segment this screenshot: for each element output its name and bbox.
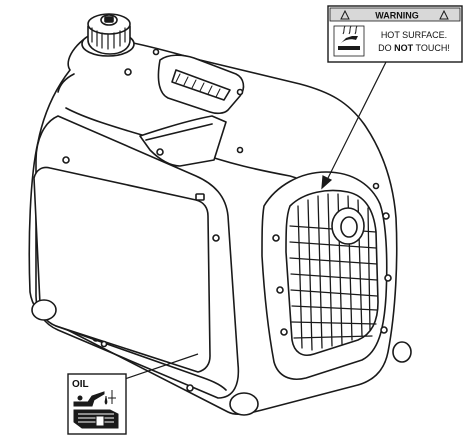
maintenance-cover (33, 166, 211, 373)
carry-handle-ribs (175, 73, 221, 98)
screw-hole (372, 182, 380, 190)
foot-rear-right (392, 341, 412, 363)
warning-line2-emphasis: NOT (394, 43, 414, 53)
screw-hole (212, 234, 220, 242)
warning-leader-arrowhead (321, 175, 333, 190)
screw-hole (62, 156, 70, 164)
cover-latch (195, 193, 205, 201)
screw-hole (156, 148, 164, 156)
exhaust-outlet-inner (340, 216, 358, 238)
warning-line2-prefix: DO (378, 43, 394, 53)
carry-handle-slot (171, 69, 231, 101)
screw-hole (100, 340, 108, 348)
screw-hole (186, 384, 194, 392)
screw-hole (382, 212, 390, 220)
warning-label: WARNING HOT SURFACE. DO NOT TOUCH! (327, 5, 463, 63)
warning-line1: HOT SURFACE. (381, 30, 447, 40)
screw-hole (236, 88, 244, 96)
generator-illustration (28, 13, 412, 416)
warning-label-header (329, 7, 461, 22)
hot-surface-hand-icon (333, 25, 365, 57)
warning-leader-line (325, 61, 387, 183)
screw-hole (384, 274, 392, 282)
fuel-cap-vent-slot (104, 16, 114, 23)
foot-front-right (229, 392, 259, 416)
top-ridge (57, 73, 75, 93)
fuel-cap-grips (91, 27, 126, 50)
side-frame (35, 115, 240, 399)
screw-hole (124, 68, 132, 76)
top-flap-edge (145, 123, 213, 141)
screw-hole (152, 48, 160, 56)
warning-header-text: WARNING (375, 11, 419, 21)
screw-hole (280, 328, 288, 336)
foot-front-left (31, 299, 57, 321)
screw-hole (276, 286, 284, 294)
warning-line2: DO NOT TOUCH! (378, 43, 450, 53)
warning-line2-suffix: TOUCH! (413, 43, 450, 53)
screw-hole (236, 146, 244, 154)
warning-triangle-icon (340, 9, 449, 20)
oil-label-title: OIL (72, 379, 89, 390)
oil-can-engine-icon (73, 390, 119, 429)
screw-hole (272, 234, 280, 242)
bottom-rail (55, 325, 227, 391)
screw-hole (380, 326, 388, 334)
oil-label: OIL (67, 373, 127, 435)
